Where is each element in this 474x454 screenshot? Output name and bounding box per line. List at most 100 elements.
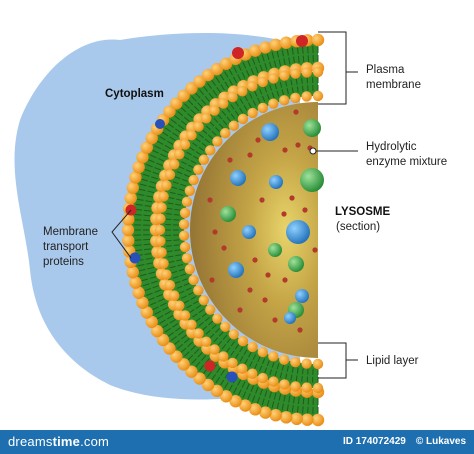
lysosome-membrane-lipid-tail xyxy=(167,202,174,205)
plasma-membrane-lipid-tail xyxy=(151,280,158,284)
enzyme-particle-small xyxy=(252,257,258,263)
lysosome-membrane-lipid-tail xyxy=(189,309,195,314)
plasma-membrane-lipid-tail xyxy=(276,402,280,410)
plasma-membrane-lipid-head xyxy=(239,399,252,412)
plasma-membrane-lipid-tail xyxy=(193,348,200,355)
lysosome-membrane-lipid-tail xyxy=(211,130,217,136)
lysosome-membrane-lipid-tail xyxy=(177,193,184,197)
plasma-membrane-lipid-tail xyxy=(271,401,275,409)
transport-protein-red xyxy=(204,360,216,372)
lysosome-membrane-lipid-head xyxy=(181,253,193,264)
enzyme-particle-small xyxy=(247,152,253,158)
lysosome-membrane-lipid-head xyxy=(227,357,238,369)
enzyme-particle-small xyxy=(207,197,213,203)
plasma-membrane-lipid-tail xyxy=(156,140,164,145)
plasma-membrane-lipid-tail xyxy=(271,51,275,59)
plasma-membrane-lipid-tail xyxy=(246,70,250,77)
plasma-membrane-lipid-tail xyxy=(199,89,205,96)
plasma-membrane-lipid-head xyxy=(210,384,224,398)
enzyme-particle-small xyxy=(302,207,308,213)
lysosome-membrane-lipid-tail xyxy=(205,125,211,131)
plasma-membrane-lipid-tail xyxy=(164,327,172,333)
lysosome-membrane-lipid-tail xyxy=(230,341,235,347)
lysosome-membrane-lipid-tail xyxy=(222,120,228,126)
lysosome-membrane-lipid-head xyxy=(290,92,301,104)
plasma-membrane-lipid-head xyxy=(290,412,303,426)
plasma-membrane-lipid-tail xyxy=(283,58,286,66)
plasma-membrane-lipid-tail xyxy=(261,398,265,406)
plasma-membrane-lipid-tail xyxy=(172,323,179,328)
plasma-membrane-lipid-tail xyxy=(241,381,246,388)
lysosome-membrane-lipid-tail xyxy=(180,183,187,187)
lysosome-membrane-lipid-tail xyxy=(217,340,223,346)
plasma-membrane-lipid-head xyxy=(201,68,215,82)
plasma-membrane-lipid-head xyxy=(269,38,282,51)
lysosome-membrane-lipid-tail xyxy=(230,104,235,110)
enzyme-particle-small xyxy=(259,197,265,203)
plasma-membrane-lipid-tail xyxy=(183,338,190,344)
lysosome-membrane-lipid-tail xyxy=(174,208,181,211)
lysosome-membrane-lipid-tail xyxy=(221,110,227,116)
lysosome-membrane-lipid-tail xyxy=(183,174,190,178)
lysosome-membrane-lipid-tail xyxy=(290,79,293,86)
lysosome-membrane-lipid-tail xyxy=(176,198,183,201)
plasma-membrane-lipid-tail xyxy=(241,72,246,79)
plasma-membrane-lipid-tail xyxy=(154,145,161,150)
plasma-membrane-lipid-tail xyxy=(233,387,238,394)
plasma-membrane-lipid-tail xyxy=(170,119,177,124)
lysosome-membrane-lipid-head xyxy=(198,154,210,165)
plasma-membrane-lipid-tail xyxy=(180,334,187,340)
lysosome-membrane-lipid-tail xyxy=(291,366,294,373)
plasma-membrane-lipid-tail xyxy=(228,68,233,76)
lysosome-membrane-lipid-head xyxy=(212,136,223,147)
transport-pointer xyxy=(111,209,132,259)
plasma-membrane-lipid-tail xyxy=(220,369,225,376)
lysosome-membrane-lipid-tail xyxy=(208,320,214,326)
plasma-membrane-lipid-tail xyxy=(145,200,153,203)
plasma-membrane-bracket xyxy=(318,31,347,105)
lysosome-membrane-lipid-tail xyxy=(226,338,232,344)
lysosome-membrane-lipid-tail xyxy=(244,358,248,365)
plasma-membrane-lipid-tail xyxy=(136,198,144,201)
plasma-membrane-lipid-tail xyxy=(167,123,174,128)
lysosome-membrane-lipid-tail xyxy=(168,197,175,200)
lysosome-membrane-lipid-tail xyxy=(249,93,253,99)
plasma-membrane-lipid-tail xyxy=(197,351,203,358)
plasma-membrane-lipid-tail xyxy=(302,46,304,54)
lysosome-membrane-layer xyxy=(154,66,324,394)
plasma-membrane-lipid-tail xyxy=(296,47,299,55)
enzyme-particle-small xyxy=(212,229,218,235)
lysosome-membrane-lipid-head xyxy=(161,269,172,280)
lysosome-membrane-lipid-head xyxy=(218,351,229,362)
enzyme-particle-small xyxy=(221,245,227,251)
lysosome-membrane-lipid-head xyxy=(179,241,191,253)
lysosome-membrane-lipid-tail xyxy=(171,186,178,190)
lysosome-membrane-lipid-head xyxy=(179,139,191,150)
lysosome-membrane-lipid-head xyxy=(178,230,190,241)
plasma-membrane-lipid-tail xyxy=(264,390,268,397)
plasma-membrane-lipid-tail xyxy=(276,50,280,58)
enzyme-particle xyxy=(295,289,309,303)
lysosome-membrane-lipid-tail xyxy=(176,171,183,175)
transport-proteins-label: transport xyxy=(43,241,89,253)
lysosome-membrane-lipid-tail xyxy=(243,105,248,111)
plasma-membrane-lipid-tail xyxy=(147,297,155,301)
lysosome-membrane-lipid-head xyxy=(188,274,199,286)
plasma-membrane-lipid-tail xyxy=(266,399,270,407)
plasma-membrane-lipid-tail xyxy=(160,153,167,158)
plasma-membrane-lipid-tail xyxy=(159,136,166,141)
enzyme-particle xyxy=(288,256,304,272)
enzyme-particle-small xyxy=(265,272,271,278)
lysosome-membrane-lipid-tail xyxy=(295,78,298,85)
plasma-membrane-lipid-tail xyxy=(302,55,305,63)
plasma-membrane-lipid-head xyxy=(129,171,142,184)
plasma-membrane-lipid-tail xyxy=(138,188,146,192)
plasma-membrane-lipid-tail xyxy=(259,388,263,396)
lysosome-membrane-lipid-tail xyxy=(174,249,181,252)
enzyme-particle-small xyxy=(255,137,261,143)
lysosome-membrane-lipid-head xyxy=(268,351,279,362)
plasma-membrane-lipid-tail xyxy=(167,315,174,320)
lysosome-membrane-lipid-tail xyxy=(188,291,194,296)
plasma-membrane-lipid-tail xyxy=(278,59,282,67)
plasma-membrane-lipid-head xyxy=(185,365,198,378)
